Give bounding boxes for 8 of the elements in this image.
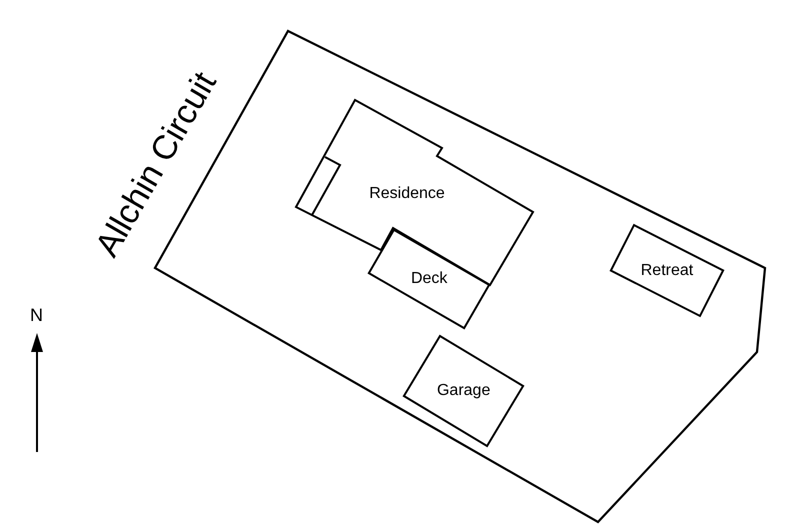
building-label: Deck <box>410 270 448 288</box>
building-outline <box>610 223 724 317</box>
building-label: Garage <box>436 382 490 400</box>
building-outline <box>402 334 524 448</box>
north-label: N <box>30 305 43 326</box>
building-outline <box>368 228 490 330</box>
building-label: Residence <box>369 185 445 203</box>
building-label: Retreat <box>640 261 694 279</box>
